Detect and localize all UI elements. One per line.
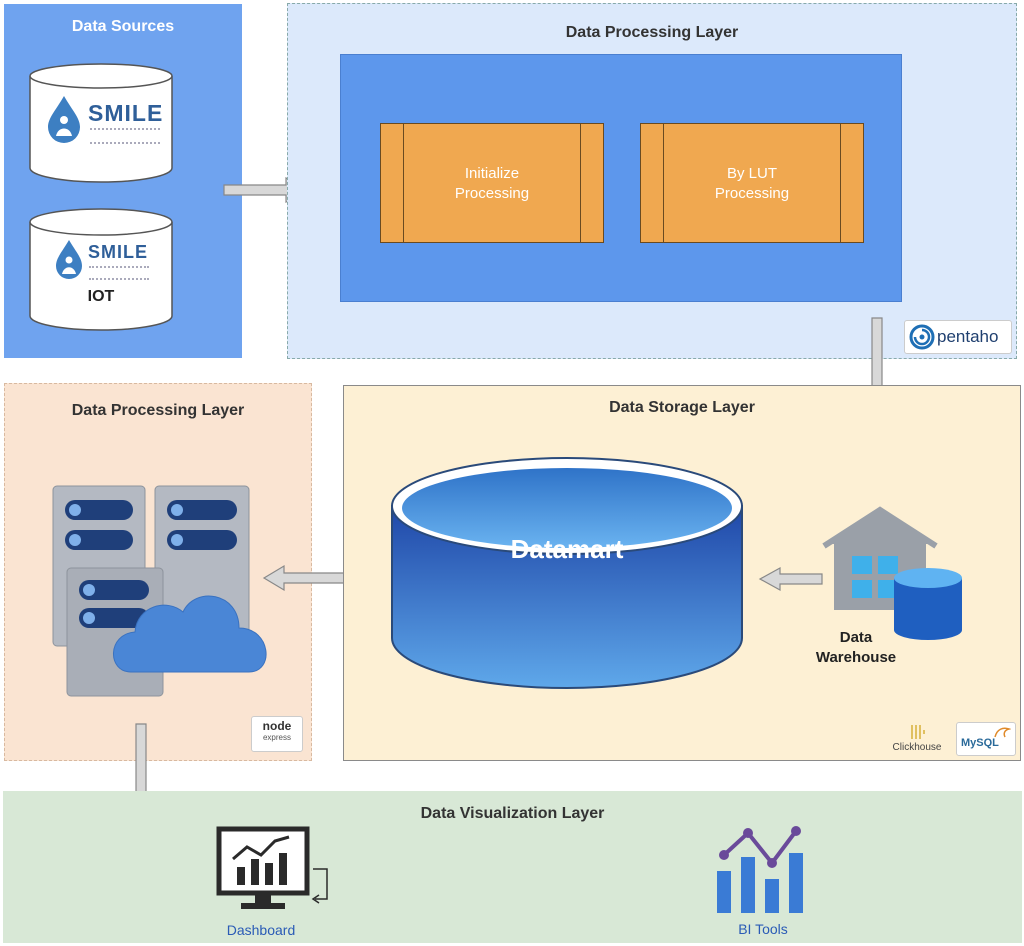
- mysql-text: MySQL: [961, 737, 999, 749]
- data-warehouse-label: Data Warehouse: [815, 629, 897, 666]
- data-warehouse-icon: [822, 506, 962, 640]
- node-text: node: [262, 719, 292, 733]
- nodejs-express-logo: node express: [251, 716, 303, 752]
- bi-tools-chart-icon: [717, 826, 803, 913]
- smile-logo-text: SMILE: [88, 242, 149, 262]
- iot-database: SMILE IOT: [28, 204, 174, 334]
- clickhouse-text: Clickhouse: [892, 742, 942, 753]
- storage-layer-title: Data Storage Layer: [609, 399, 755, 416]
- smile-drop-icon: [48, 96, 80, 143]
- server-cloud-icon: [52, 485, 267, 697]
- processing-layer-title: Data Processing Layer: [71, 402, 245, 419]
- smile-database: SMILE: [28, 62, 174, 186]
- pentaho-logo: pentaho: [904, 320, 1012, 354]
- dashboard-monitor-icon: [216, 826, 328, 909]
- lut-processing-box: By LUT Processing: [640, 123, 864, 243]
- visualization-layer-title: Data Visualization Layer: [420, 805, 605, 822]
- smile-logo: SMILE: [44, 94, 162, 148]
- dashboard-label: Dashboard: [226, 922, 296, 938]
- datamart-cylinder-icon: [391, 457, 743, 689]
- bi-tools-label: BI Tools: [738, 921, 788, 937]
- processing-layer-left: Data Processing Layer node express: [4, 383, 312, 761]
- smile-drop-icon: [56, 240, 82, 279]
- visualization-layer: Data Visualization Layer Dashboard BI To…: [3, 791, 1022, 943]
- processing-layer-top: Data Processing Layer Initialize Process…: [287, 3, 1017, 359]
- clickhouse-logo: Clickhouse: [884, 724, 950, 754]
- storage-layer: Data Storage Layer Datamart: [343, 385, 1021, 761]
- processing-container: Initialize Processing By LUT Processing: [340, 54, 902, 302]
- pentaho-text: pentaho: [937, 327, 999, 346]
- smile-logo: SMILE: [52, 238, 162, 284]
- express-text: express: [262, 733, 291, 742]
- datamart-label: Datamart: [510, 534, 624, 564]
- data-sources-panel: Data Sources SMILE: [4, 4, 242, 358]
- clickhouse-bars-icon: [911, 725, 925, 739]
- mysql-dolphin-icon: [994, 727, 1011, 738]
- processing-layer-title: Data Processing Layer: [565, 24, 739, 41]
- iot-label: IOT: [87, 288, 115, 305]
- smile-logo-text: SMILE: [88, 100, 164, 126]
- arrow-left-icon: [758, 566, 823, 592]
- initialize-processing-box: Initialize Processing: [380, 123, 604, 243]
- smile-logo-tagline: [90, 128, 160, 144]
- pentaho-swirl-icon: [909, 324, 935, 350]
- mysql-logo: MySQL: [956, 722, 1016, 756]
- initialize-processing-label: Initialize Processing: [454, 165, 530, 202]
- data-sources-title: Data Sources: [71, 18, 175, 35]
- lut-processing-label: By LUT Processing: [714, 165, 790, 202]
- smile-logo-tagline: [89, 266, 149, 280]
